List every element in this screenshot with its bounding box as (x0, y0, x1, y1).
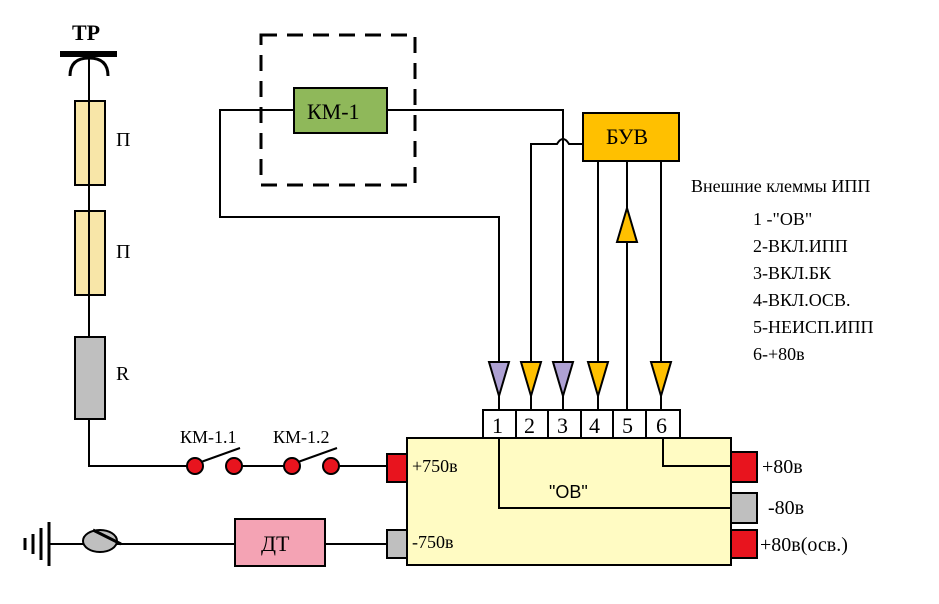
plus80-label: +80в (762, 456, 803, 478)
minus80-label: -80в (768, 497, 804, 519)
terminal-minus750 (386, 529, 408, 559)
km1-group: КМ-1 (219, 33, 564, 362)
terminal6-arrow (649, 361, 673, 400)
internal-wire-80v (662, 438, 731, 467)
terminal-6-label: 6 (656, 413, 667, 438)
plus80-osv-label: +80в(осв.) (760, 534, 848, 556)
legend-item-6: 6-+80в (753, 344, 805, 364)
resistor (74, 336, 106, 420)
terminal-plus750 (386, 453, 408, 483)
legend-item-5: 5-НЕИСП.ИПП (753, 317, 874, 337)
terminal1-arrow (487, 361, 511, 400)
terminal4-arrow (586, 361, 610, 400)
plus750-label: +750в (412, 456, 458, 476)
terminal-arrows (487, 361, 673, 410)
ipp-body (406, 437, 732, 566)
wire-km1-terminal1 (219, 109, 500, 362)
km11-contact-left (186, 457, 204, 475)
ipp-block: 1 2 3 4 5 6 "ОВ" +750в -750в +80в -80в +… (386, 409, 848, 566)
km12-label: КМ-1.2 (273, 427, 330, 447)
terminal-4-label: 4 (589, 413, 600, 438)
legend-title: Внешние клеммы ИПП (691, 176, 870, 196)
km12-blade (297, 447, 338, 463)
terminal3-arrow (551, 361, 575, 400)
legend: Внешние клеммы ИПП 1 -"ОВ" 2-ВКЛ.ИПП 3-В… (691, 176, 874, 364)
tr-label: ТР (72, 20, 100, 45)
km11-blade (200, 447, 241, 463)
ground-brush-lever (92, 528, 122, 546)
resistor-label: R (116, 363, 130, 385)
pantograph-chain: ТР П П R (60, 20, 193, 467)
wire-km1-terminal3 (387, 109, 564, 362)
km12-contact-right (322, 457, 340, 475)
terminal2-arrow (519, 361, 543, 400)
terminal-plus80-osv (730, 529, 758, 559)
terminal-2-label: 2 (524, 413, 535, 438)
terminal5-up-arrow (615, 204, 639, 243)
buv-label: БУВ (606, 124, 648, 149)
legend-item-4: 4-ВКЛ.ОСВ. (753, 290, 850, 310)
ground-branch: ДТ (23, 518, 387, 567)
terminal-1-label: 1 (492, 413, 503, 438)
km11-contact-right (225, 457, 243, 475)
km1-box (293, 87, 388, 134)
km12-contact-left (283, 457, 301, 475)
wire-buv-terminal2 (530, 138, 583, 362)
legend-item-2: 2-ВКЛ.ИПП (753, 236, 848, 256)
buv-group: БУВ (530, 112, 680, 410)
terminal-3-label: 3 (557, 413, 568, 438)
km1-label: КМ-1 (307, 99, 360, 124)
fuse-2-label: П (116, 241, 130, 263)
internal-wire-ov (498, 438, 731, 509)
dt-box (234, 518, 326, 567)
legend-item-3: 3-ВКЛ.БК (753, 263, 832, 283)
km11-label: КМ-1.1 (180, 427, 237, 447)
legend-item-1: 1 -"ОВ" (753, 209, 812, 229)
fuse-1-label: П (116, 129, 130, 151)
terminal-plus80 (730, 451, 758, 483)
ov-label: "ОВ" (549, 482, 588, 502)
wire-resistor-contacts (88, 419, 193, 467)
terminal-minus80 (730, 492, 758, 524)
contacts: КМ-1.1 КМ-1.2 (180, 427, 387, 475)
minus750-label: -750в (412, 532, 454, 552)
dt-label: ДТ (261, 531, 290, 556)
buv-box (582, 112, 680, 162)
terminal-5-label: 5 (622, 413, 633, 438)
